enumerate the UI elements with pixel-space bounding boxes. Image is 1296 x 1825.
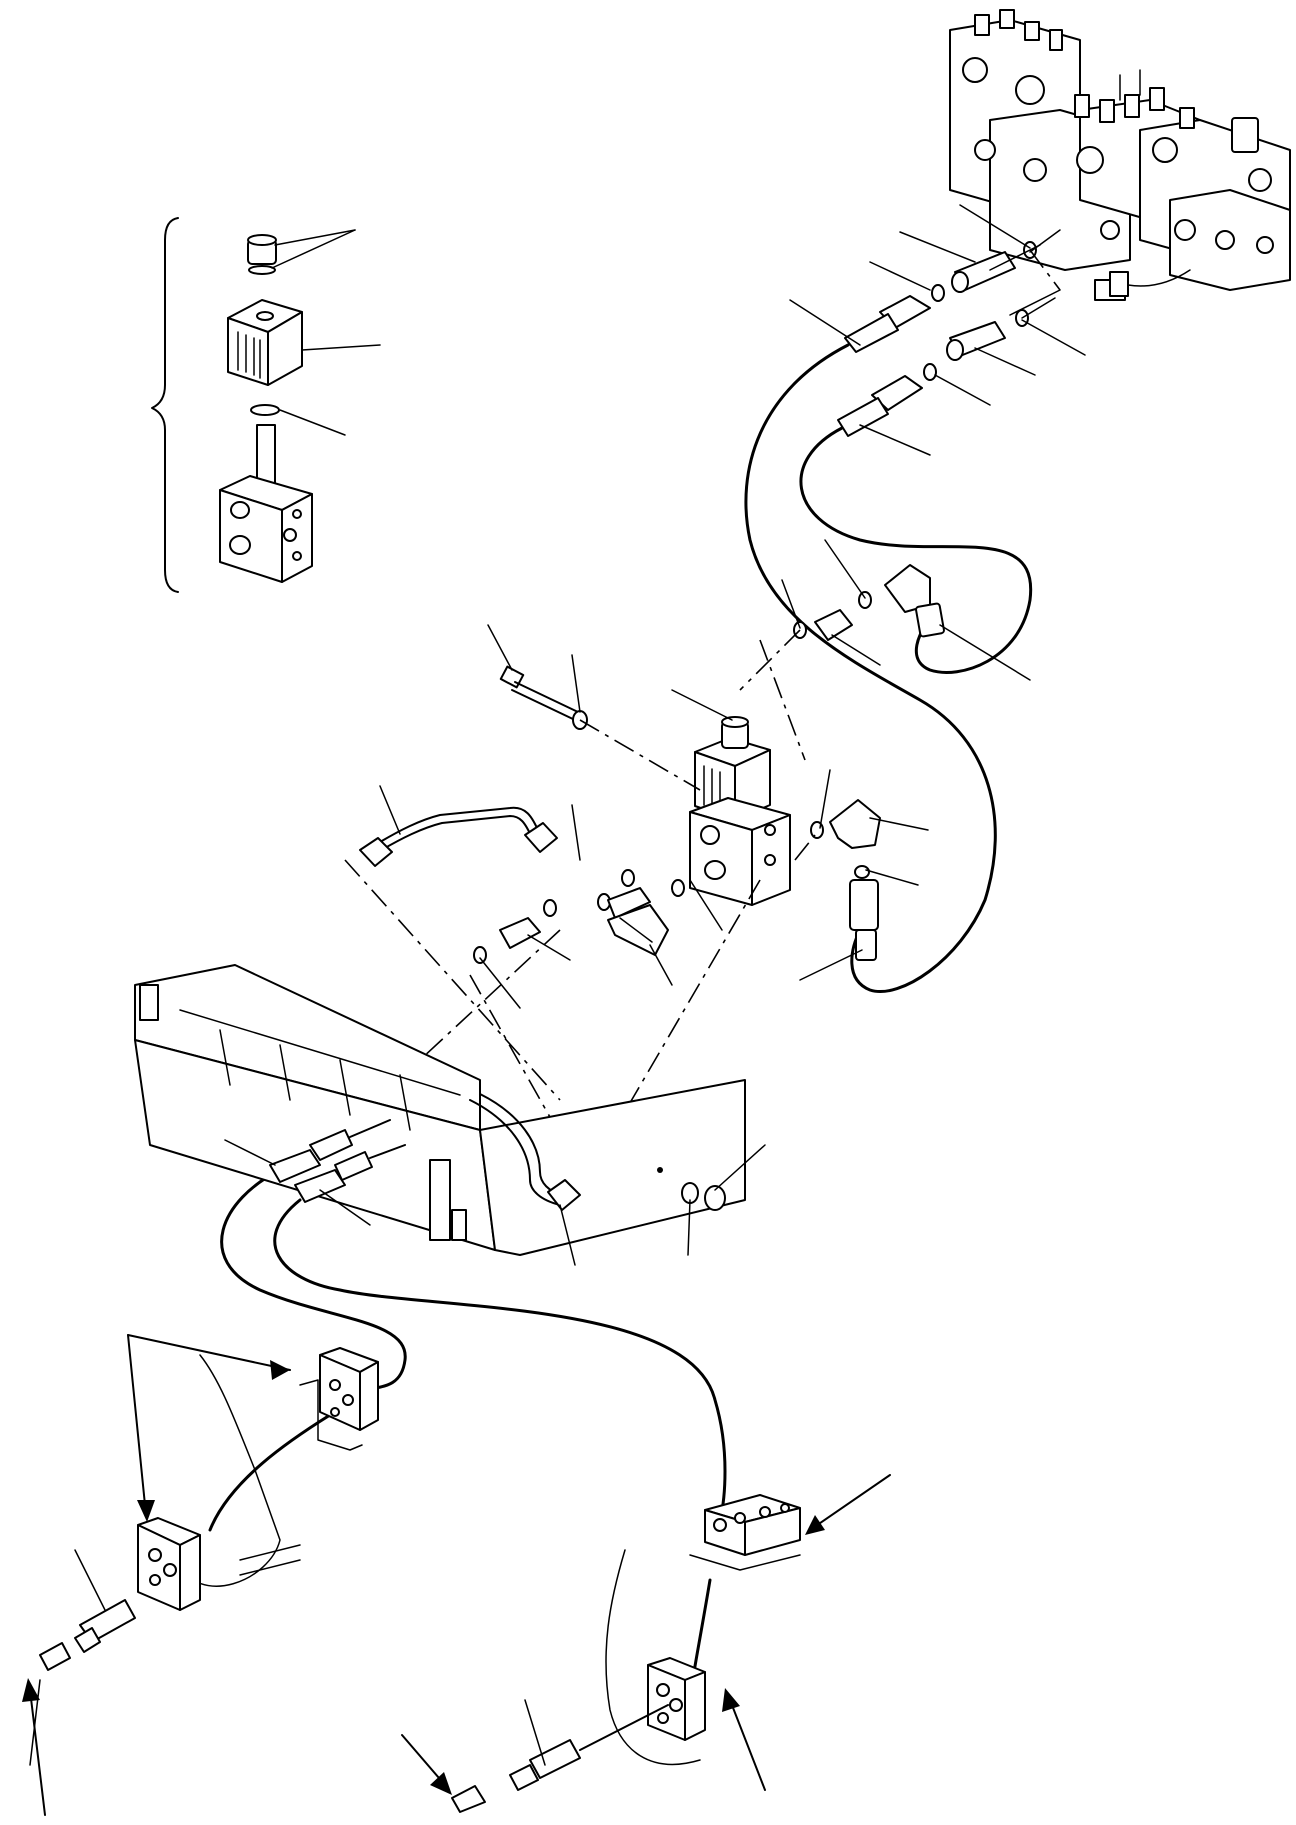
connection-lines [989,244,1061,316]
mounting-bolt [499,665,588,730]
clamp-block-right-lower [451,1549,706,1813]
assembly-lines [344,249,1061,1136]
solenoid-valve [359,539,1031,1009]
leader [274,229,356,246]
hydraulic-hoses [208,343,1033,1702]
leader [271,229,356,269]
coil-o-ring [250,404,280,416]
valve-adapters [789,204,1086,456]
solenoid-valve-exploded [151,217,381,593]
cap-nut [247,234,277,275]
clamp-block-right-upper [689,1494,801,1571]
group-brace [151,217,179,593]
clamp-block-upper [299,1347,379,1451]
solenoid-coil [227,299,303,386]
pointer-arrows [22,1334,891,1816]
leader [279,409,346,436]
frame-crossmember [134,964,766,1266]
control-valve-assembly [949,9,1291,301]
hose-clamp-blocks [29,1347,801,1813]
valve-body [219,424,313,583]
clamp-block-left [29,1354,301,1766]
leader [301,344,381,351]
